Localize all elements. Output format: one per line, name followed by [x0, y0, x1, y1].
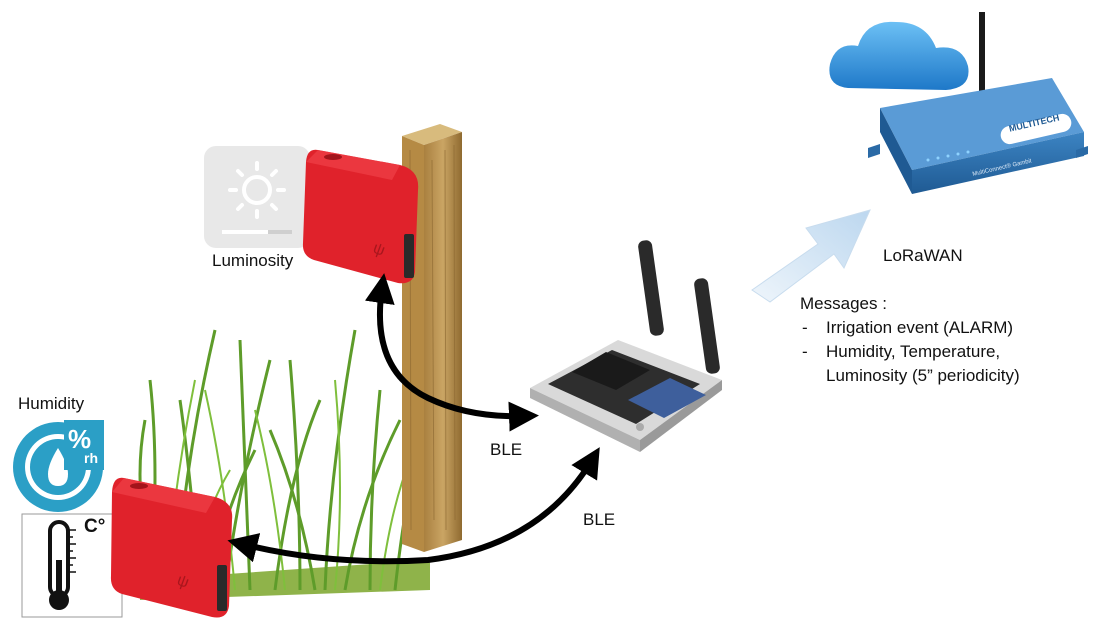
gateway-device: [868, 12, 1088, 194]
humidity-rh: rh: [84, 450, 98, 466]
luminosity-sensor: ψ: [302, 149, 419, 284]
message-item: Humidity, Temperature,: [800, 340, 1020, 364]
ble-label-lower: BLE: [583, 510, 616, 529]
sun-icon: [204, 146, 310, 248]
water-drop-icon: [13, 420, 104, 512]
message-item-continued: Luminosity (5” periodicity): [826, 366, 1020, 385]
ble-link-upper: [364, 273, 539, 432]
cloud-icon: [829, 21, 969, 90]
humidity-temperature-sensor: ψ: [110, 477, 233, 618]
lorawan-label: LoRaWAN: [883, 246, 963, 265]
messages-block: Messages :: [800, 292, 887, 316]
luminosity-label: Luminosity: [212, 251, 294, 270]
temperature-unit: C°: [84, 516, 106, 537]
svg-text:ψ: ψ: [371, 240, 388, 260]
humidity-percent: %: [68, 424, 92, 454]
humidity-label: Humidity: [18, 394, 85, 413]
svg-text:ψ: ψ: [175, 572, 192, 592]
gateway-board: [530, 240, 722, 452]
messages-title: Messages :: [800, 294, 887, 313]
message-item: Irrigation event (ALARM): [800, 316, 1020, 340]
thermometer-icon: [21, 513, 123, 618]
lorawan-arrow: [751, 209, 871, 303]
messages-list: Irrigation event (ALARM) Humidity, Tempe…: [800, 316, 1020, 388]
ble-label-upper: BLE: [490, 440, 523, 459]
ble-link-lower: [227, 447, 600, 565]
